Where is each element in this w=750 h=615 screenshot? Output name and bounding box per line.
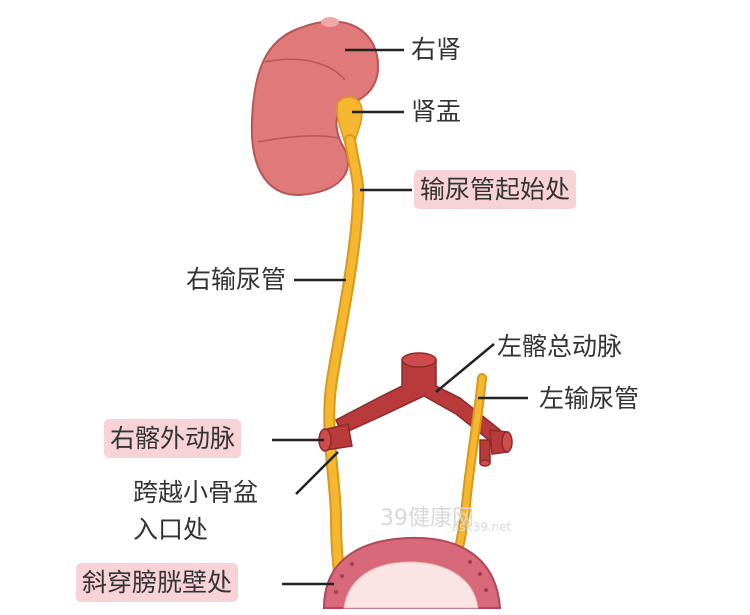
label-pelvic-inlet-line1: 跨越小骨盆 xyxy=(133,478,259,507)
bladder xyxy=(322,536,502,609)
label-bladder-wall: 斜穿膀胱壁处 xyxy=(76,563,239,603)
label-left-ureter: 左输尿管 xyxy=(539,384,640,413)
label-left-common-iliac: 左髂总动脉 xyxy=(497,332,623,361)
label-pelvic-inlet-line2: 入口处 xyxy=(133,515,209,544)
watermark-logo: 39健康网 xyxy=(380,506,474,531)
label-right-external-iliac: 右髂外动脉 xyxy=(104,419,242,459)
label-right-ureter: 右输尿管 xyxy=(186,265,287,294)
leader-left-common-iliac xyxy=(435,343,495,393)
label-ureter-origin: 输尿管起始处 xyxy=(414,170,577,210)
renal-pelvis xyxy=(336,96,363,149)
label-renal-pelvis: 肾盂 xyxy=(411,97,462,126)
watermark-url: ask39.net xyxy=(452,520,512,534)
leader-lines xyxy=(272,48,528,586)
iliac-arteries xyxy=(318,352,513,467)
label-right-kidney: 右肾 xyxy=(411,35,462,64)
leader-pelvic-inlet xyxy=(295,451,339,495)
